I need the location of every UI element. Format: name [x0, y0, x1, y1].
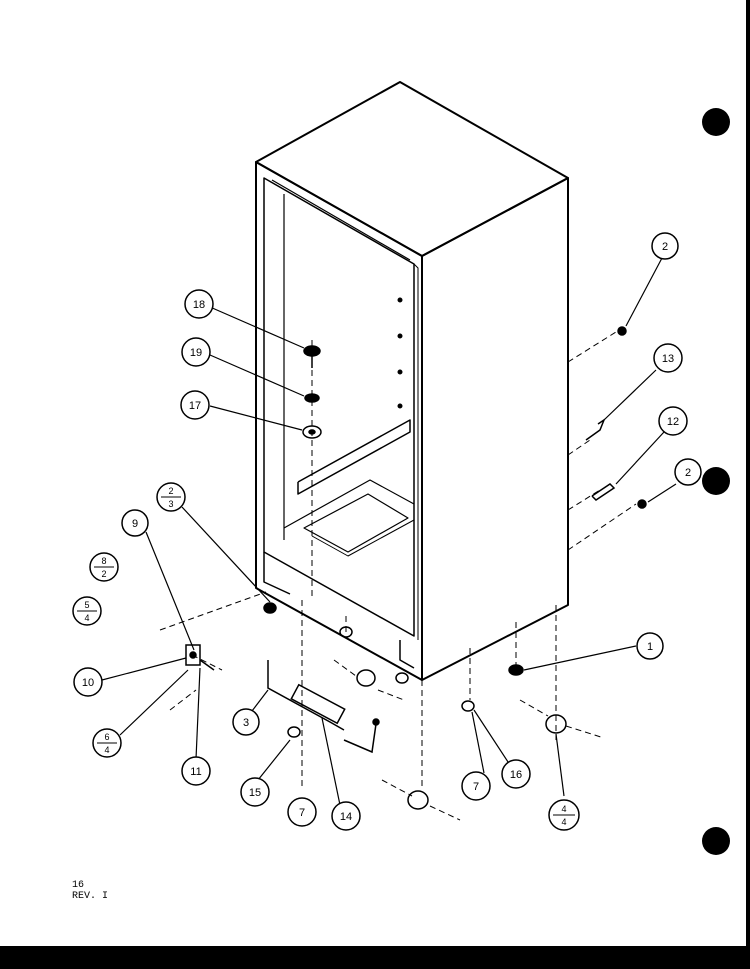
callout-2-lower: 2: [674, 458, 702, 486]
callout-15-label: 15: [249, 787, 261, 799]
hinge-bracket: [185, 644, 201, 666]
floor-pan: [303, 493, 409, 553]
fraction-2-3-bottom: 3: [168, 499, 173, 509]
callout-19: 19: [181, 337, 211, 367]
callout-10-label: 10: [82, 677, 94, 689]
fraction-2-3-top: 2: [168, 486, 173, 496]
fraction-callout-4-4: 4 4: [548, 799, 580, 831]
callout-14: 14: [331, 801, 361, 831]
callout-16: 16: [501, 759, 531, 789]
bumper-center: [339, 626, 353, 638]
fraction-callout-5-4: 5 4: [72, 596, 102, 626]
callout-7-right: 7: [461, 771, 491, 801]
part-2-screw-lower: [637, 499, 647, 509]
callout-group: 18 19 17 2 13 12 2 9 10 11 3 15 7 14 7 1…: [73, 232, 702, 831]
fraction-5-4-top: 5: [84, 600, 89, 610]
leader-dashes: [159, 331, 637, 821]
fraction-callout-8-2: 8 2: [89, 552, 119, 582]
fraction-5-4-bottom: 4: [84, 613, 89, 623]
part-14-drain-trough: [290, 683, 346, 725]
fraction-callout-2-3: 2 3: [156, 482, 186, 512]
binder-hole-bottom: [702, 827, 730, 855]
bumper-left: [263, 602, 277, 614]
part-2-screw-upper: [617, 326, 627, 336]
callout-12-label: 12: [667, 416, 679, 428]
page-number: 16: [72, 880, 85, 891]
fraction-6-4-bottom: 4: [104, 745, 109, 755]
part-18-cap: [303, 345, 321, 357]
binder-hole-top: [702, 108, 730, 136]
part-4-roller: [545, 714, 567, 734]
callout-10: 10: [73, 667, 103, 697]
bottom-edge: [0, 946, 750, 964]
part-19-washer: [304, 393, 320, 403]
callout-17-label: 17: [189, 400, 201, 412]
fraction-6-4-top: 6: [104, 732, 109, 742]
callout-2-upper-label: 2: [662, 241, 668, 253]
fraction-8-2-bottom: 2: [101, 569, 106, 579]
roller-bottom: [407, 790, 429, 810]
callout-7-left-label: 7: [299, 807, 305, 819]
cabinet-opening: [263, 177, 415, 637]
callout-9-label: 9: [132, 518, 138, 530]
callout-11-label: 11: [190, 766, 201, 778]
bumper-right: [395, 672, 409, 684]
callout-15: 15: [240, 777, 270, 807]
paper: [0, 0, 746, 946]
callout-13: 13: [653, 343, 683, 373]
fraction-4-4-top: 4: [561, 804, 566, 814]
callout-17: 17: [180, 390, 210, 420]
divider-rail: [297, 419, 411, 495]
part-3-drain-tube: [267, 660, 345, 731]
part-13-bracket: [585, 418, 606, 441]
callout-16-label: 16: [510, 769, 522, 781]
revision-note: REV. I: [72, 891, 109, 902]
leader-lines: [101, 257, 677, 806]
callout-11: 11: [181, 756, 211, 786]
fraction-8-2-top: 8: [101, 556, 106, 566]
part-1-bumper: [508, 664, 524, 676]
callout-2-upper: 2: [651, 232, 679, 260]
part-12-pin: [591, 483, 616, 501]
callout-7-right-label: 7: [473, 781, 479, 793]
fraction-callout-6-4: 6 4: [92, 728, 122, 758]
callout-3-label: 3: [243, 717, 249, 729]
right-edge: [746, 0, 750, 964]
small-parts: [185, 326, 647, 810]
part-16-clip: [461, 700, 475, 712]
callout-14-label: 14: [340, 811, 352, 823]
callout-1-label: 1: [647, 641, 653, 653]
part-17-bushing: [302, 425, 322, 439]
callout-19-label: 19: [190, 347, 202, 359]
callout-3: 3: [232, 708, 260, 736]
part-15-clip: [287, 726, 301, 738]
drain-line: [343, 723, 377, 754]
callout-12: 12: [658, 406, 688, 436]
callout-13-label: 13: [662, 353, 674, 365]
fraction-4-4-bottom: 4: [561, 817, 566, 827]
callout-18: 18: [184, 289, 214, 319]
callout-1: 1: [636, 632, 664, 660]
roller-front: [356, 669, 376, 687]
callout-7-left: 7: [287, 797, 317, 827]
callout-18-label: 18: [193, 299, 205, 311]
callout-2-lower-label: 2: [685, 467, 691, 479]
fraction-callout-group: 2 3 8 2 5 4 6 4 4 4: [72, 482, 580, 831]
binder-hole-middle: [702, 467, 730, 495]
callout-9: 9: [121, 509, 149, 537]
